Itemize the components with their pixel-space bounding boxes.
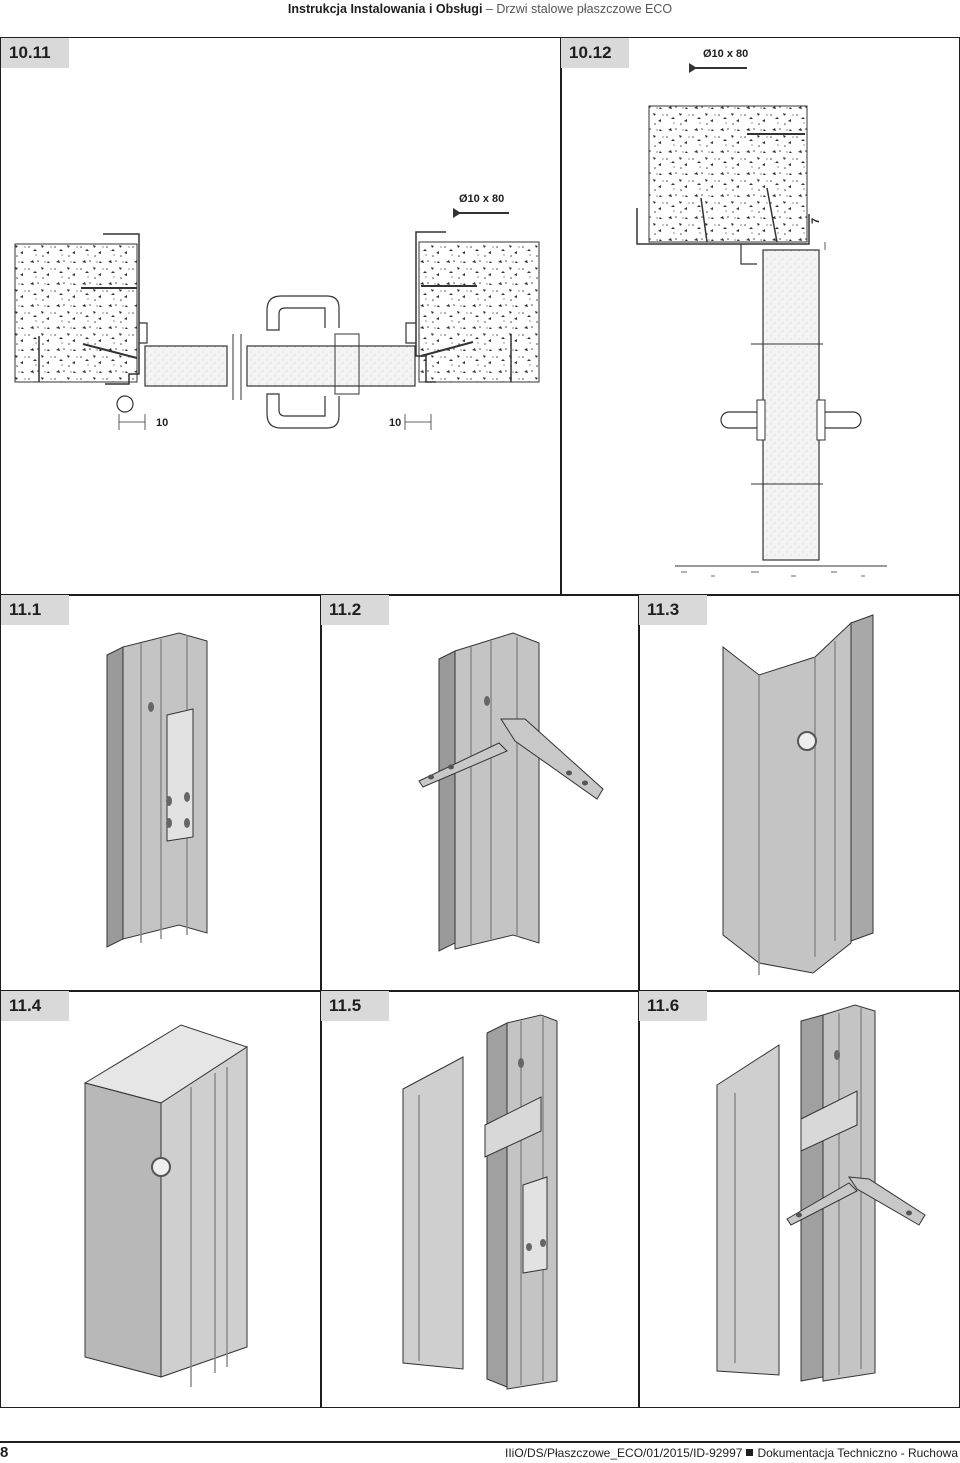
frame-profile-back-view xyxy=(722,614,874,975)
frame-profile-with-anchor-and-plate xyxy=(716,1004,926,1382)
figure-11-1: 11.1 xyxy=(0,594,322,992)
header-subtitle: – Drzwi stalowe płaszczowe ECO xyxy=(485,2,673,16)
figure-11-5: 11.5 xyxy=(320,990,640,1408)
figure-11-3: 11.3 xyxy=(638,594,960,992)
anchor-label-1012: Ø10 x 80 xyxy=(703,48,748,60)
frame-profile-with-anchor-plate xyxy=(106,632,208,948)
footer-divider xyxy=(0,1441,960,1443)
figure-10-12: Ø10 x 80 7 10.12 xyxy=(560,37,960,596)
anchor-label-1011: Ø10 x 80 xyxy=(459,193,504,205)
figure-11-6: 11.6 xyxy=(638,990,960,1408)
figure-label: 11.6 xyxy=(639,991,707,1021)
header-title: Instrukcja Instalowania i Obsługi xyxy=(287,2,483,16)
figure-label: 11.1 xyxy=(1,595,69,625)
figure-label: 11.3 xyxy=(639,595,707,625)
footer-info: IIiO/DS/Płaszczowe_ECO/01/2015/ID-92997 D… xyxy=(505,1446,958,1460)
figure-11-2: 11.2 xyxy=(320,594,640,992)
door-vertical-section-drawing: Ø10 x 80 7 xyxy=(636,48,887,577)
dimension-gap: 7 xyxy=(810,218,822,224)
figure-label: 10.12 xyxy=(561,38,629,68)
dimension-left: 10 xyxy=(156,417,168,429)
figure-label: 11.4 xyxy=(1,991,69,1021)
figure-label: 11.2 xyxy=(321,595,389,625)
frame-corner-profile xyxy=(83,1024,249,1387)
frame-profile-with-mounting-plate xyxy=(402,1014,558,1390)
frame-profile-with-bent-anchor xyxy=(418,632,604,952)
figure-label: 10.11 xyxy=(1,38,69,68)
document-id: IIiO/DS/Płaszczowe_ECO/01/2015/ID-92997 xyxy=(504,1446,743,1460)
dimension-right: 10 xyxy=(389,417,401,429)
figure-11-4: 11.4 xyxy=(0,990,322,1408)
figure-label: 11.5 xyxy=(321,991,389,1021)
page-header: Instrukcja Instalowania i Obsługi – Drzw… xyxy=(0,0,960,20)
page-number: 8 xyxy=(0,1444,9,1461)
door-cross-section-drawing: Ø10 x 80 10 10 xyxy=(14,193,540,430)
document-type: Dokumentacja Techniczno - Ruchowa xyxy=(757,1446,958,1460)
square-bullet-icon xyxy=(746,1449,754,1456)
figure-10-11: Ø10 x 80 10 10 10.11 xyxy=(0,37,562,596)
